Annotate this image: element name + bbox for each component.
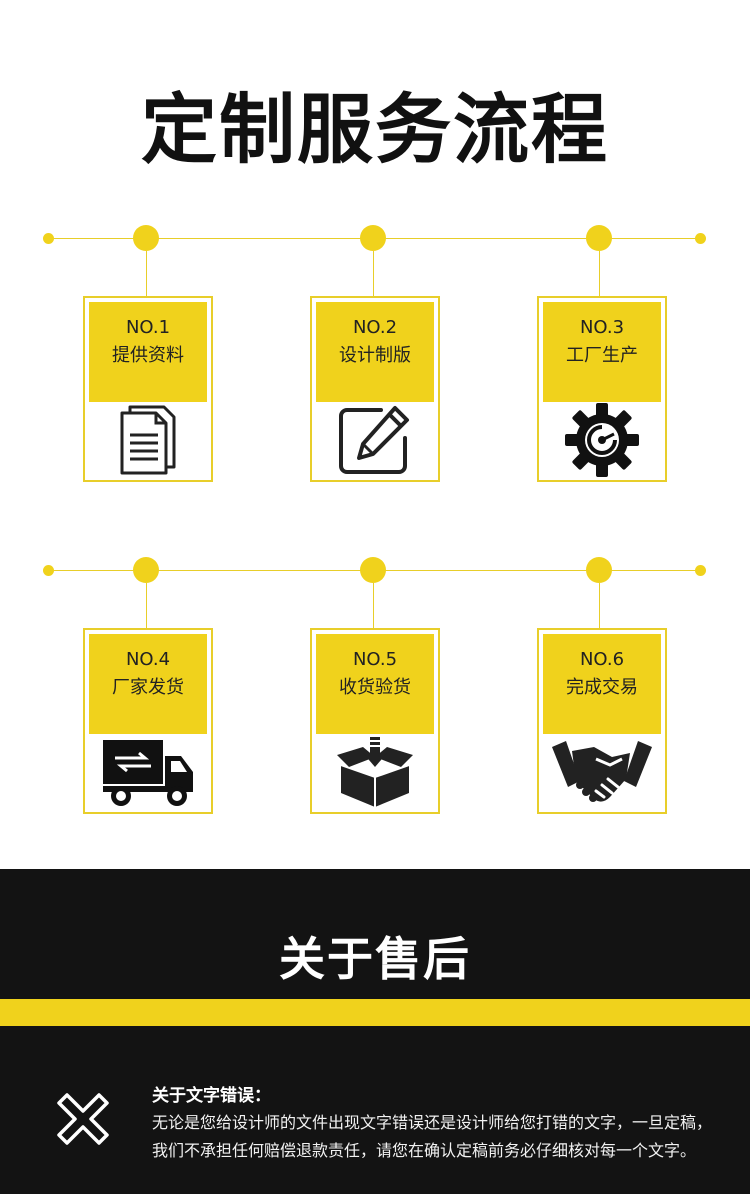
edit-pencil-icon: [339, 406, 409, 474]
truck-icon: [103, 740, 193, 806]
text-error-notice: 关于文字错误： 无论是您给设计师的文件出现文字错误还是设计师给您打错的文字，一旦…: [152, 1083, 712, 1165]
step-label: 完成交易: [566, 677, 638, 698]
step-card-1: NO.1 提供资料: [83, 296, 213, 482]
step-label: 收货验货: [339, 677, 411, 698]
after-sales-title: 关于售后: [279, 932, 471, 986]
step-card-6: NO.6 完成交易: [537, 628, 667, 814]
documents-icon: [120, 405, 176, 475]
yellow-divider: [0, 999, 750, 1026]
notice-heading: 关于文字错误：: [152, 1086, 271, 1106]
handshake-icon: [552, 741, 652, 802]
step-number: NO.2: [352, 317, 398, 338]
timeline-row-2: [0, 551, 750, 629]
timeline-row-1: [0, 219, 750, 297]
after-sales-section: 关于售后 关于文字错误： 无论是您给设计师的文件出现文字错误还是设计师给您打错的…: [0, 869, 750, 1194]
step-label: 设计制版: [339, 345, 411, 366]
gear-icon: [565, 403, 639, 477]
notice-body: 无论是您给设计师的文件出现文字错误还是设计师给您打错的文字，一旦定稿，我们不承担…: [152, 1113, 713, 1160]
x-cross-icon: [57, 1093, 109, 1145]
step-number: NO.3: [579, 317, 625, 338]
step-label: 工厂生产: [566, 345, 638, 366]
package-box-icon: [337, 737, 413, 807]
step-card-4: NO.4 厂家发货: [83, 628, 213, 814]
step-label: 提供资料: [112, 345, 184, 366]
step-number: NO.4: [125, 649, 171, 670]
step-number: NO.6: [579, 649, 625, 670]
step-card-3: NO.3 工厂生产: [537, 296, 667, 482]
step-card-5: NO.5 收货验货: [310, 628, 440, 814]
step-label: 厂家发货: [112, 677, 184, 698]
page-title: 定制服务流程: [141, 85, 609, 174]
step-card-2: NO.2 设计制版: [310, 296, 440, 482]
step-number: NO.1: [125, 317, 171, 338]
step-number: NO.5: [352, 649, 398, 670]
